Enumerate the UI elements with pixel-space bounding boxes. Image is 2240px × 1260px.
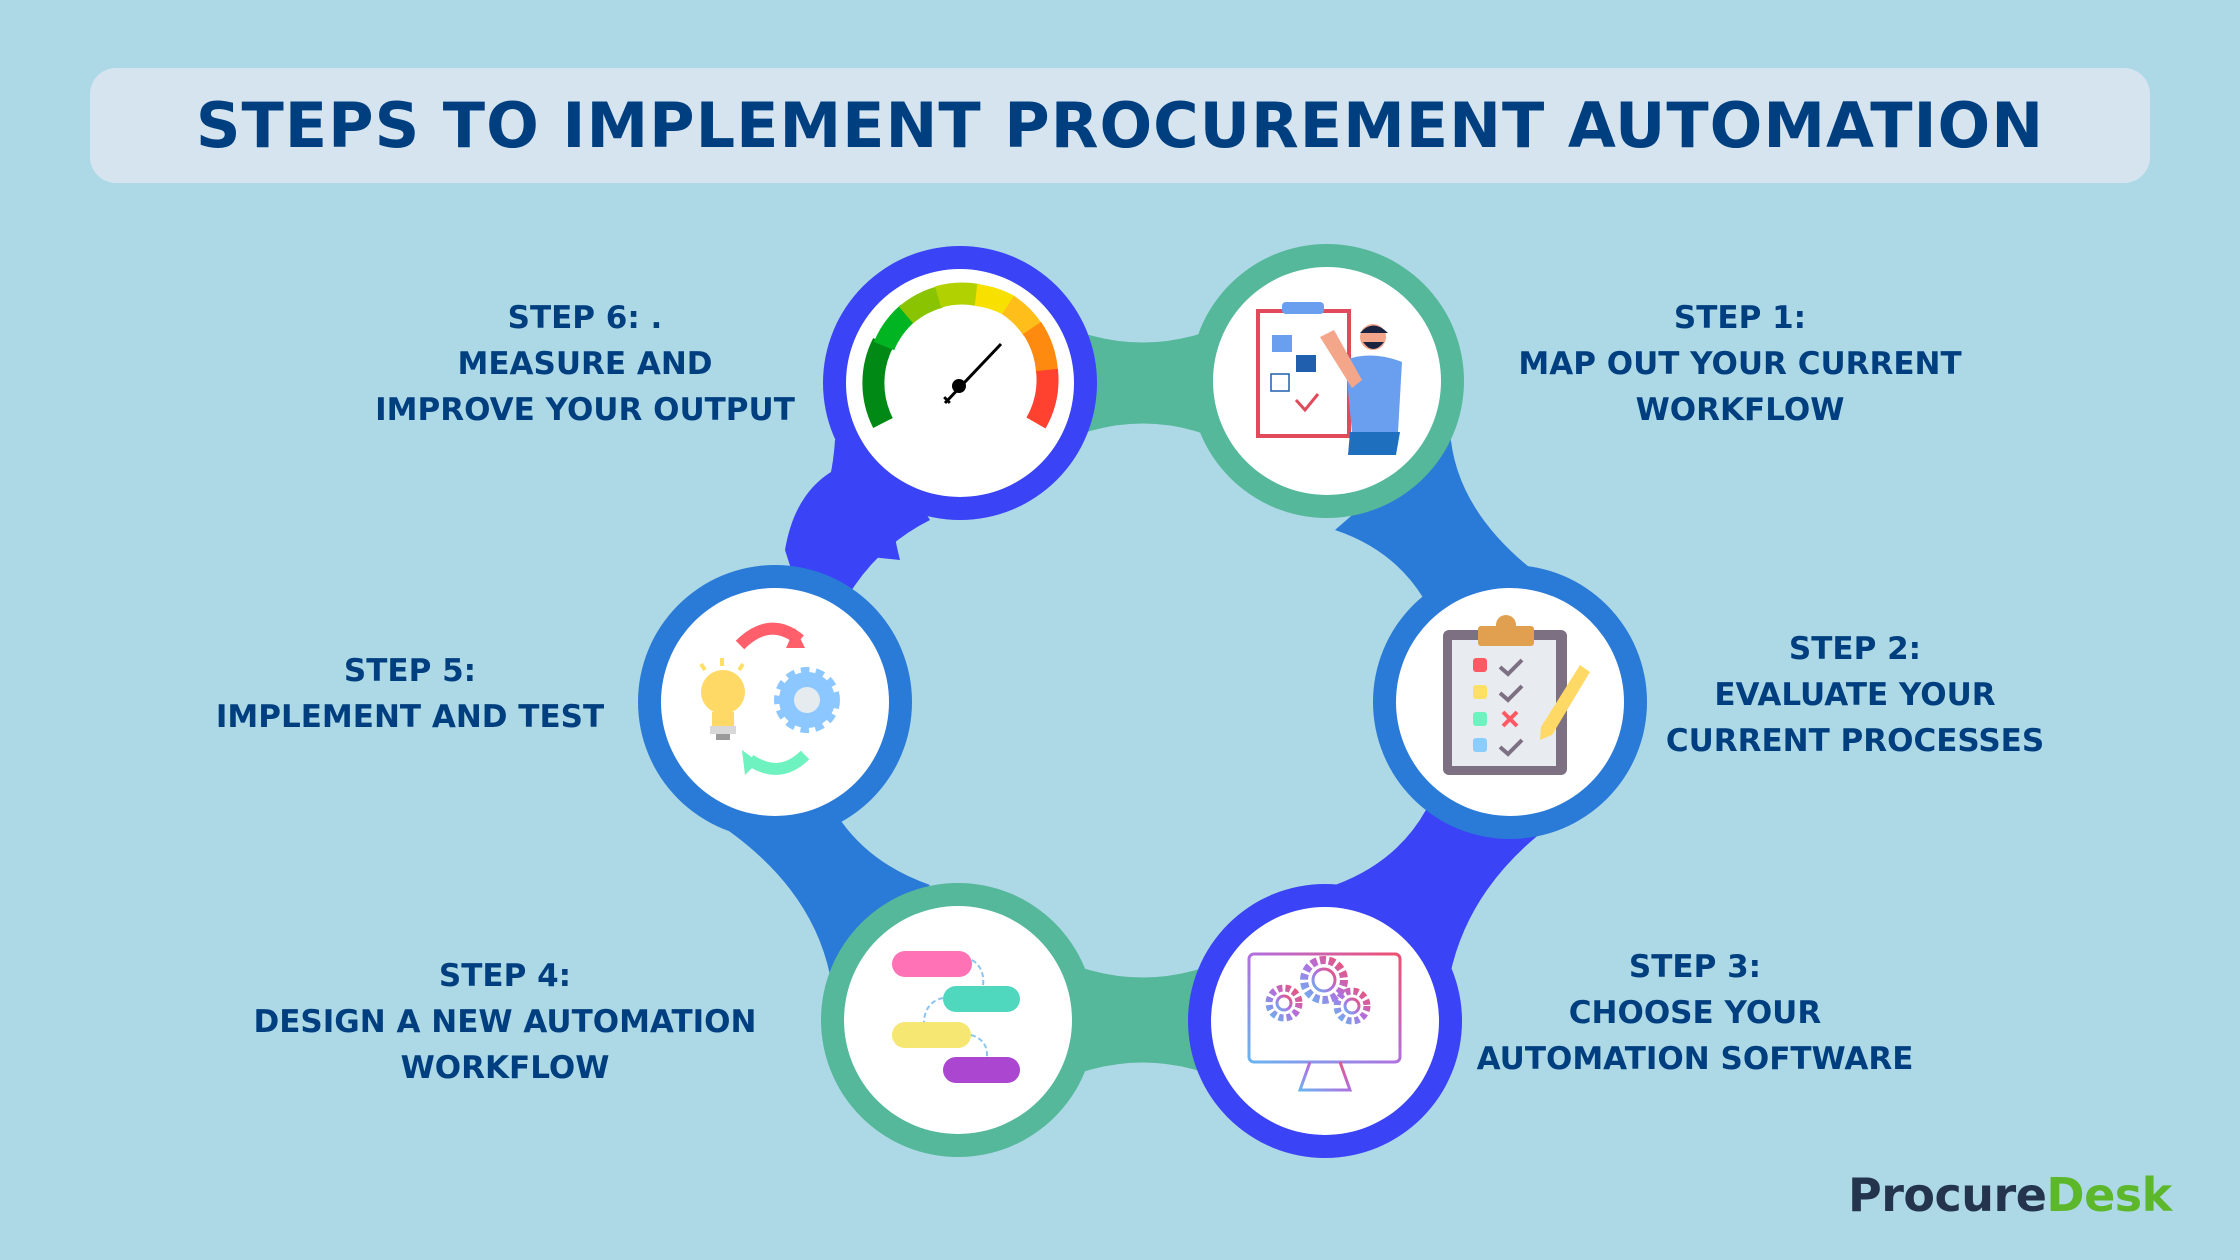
icon-bg-step-3 xyxy=(1211,907,1439,1135)
step-2-line-1: EVALUATE YOUR xyxy=(1714,677,1996,713)
step-6-line-1: MEASURE AND xyxy=(457,346,713,382)
step-4-text: STEP 4: DESIGN A NEW AUTOMATION WORKFLOW xyxy=(235,953,775,1091)
step-4-line-2: WORKFLOW xyxy=(400,1050,610,1086)
clipboard-person-icon xyxy=(1256,302,1402,455)
step-3-node xyxy=(1188,884,1462,1158)
logo-part-desk: Desk xyxy=(2046,1168,2172,1222)
step-2-label: STEP 2: xyxy=(1788,631,1922,667)
step-1-line-1: MAP OUT YOUR CURRENT xyxy=(1518,346,1962,382)
step-1-line-2: WORKFLOW xyxy=(1635,392,1845,428)
step-2-text: STEP 2: EVALUATE YOUR CURRENT PROCESSES xyxy=(1645,626,2065,764)
step-5-node xyxy=(638,565,912,839)
step-6-node xyxy=(823,246,1097,520)
step-6-line-2: IMPROVE YOUR OUTPUT xyxy=(375,392,795,428)
title-banner: STEPS TO IMPLEMENT PROCUREMENT AUTOMATIO… xyxy=(90,68,2150,183)
step-2-line-2: CURRENT PROCESSES xyxy=(1665,723,2045,759)
step-3-line-2: AUTOMATION SOFTWARE xyxy=(1476,1041,1914,1077)
step-5-line-1: IMPLEMENT AND TEST xyxy=(215,699,605,735)
step-5-text: STEP 5: IMPLEMENT AND TEST xyxy=(195,648,625,740)
step-1-node xyxy=(1190,244,1464,518)
logo-part-procure: Procure xyxy=(1848,1168,2047,1222)
step-4-label: STEP 4: xyxy=(438,958,572,994)
procuredesk-logo: ProcureDesk xyxy=(1848,1168,2172,1222)
step-2-node xyxy=(1373,565,1647,839)
workflow-blocks-icon xyxy=(892,951,1020,1083)
lightbulb-gear-cycle-icon xyxy=(699,622,840,775)
step-5-label: STEP 5: xyxy=(343,653,477,689)
step-6-label: STEP 6: . xyxy=(507,300,663,336)
monitor-gears-icon xyxy=(1247,952,1402,1092)
step-3-text: STEP 3: CHOOSE YOUR AUTOMATION SOFTWARE xyxy=(1455,944,1935,1082)
page-title: STEPS TO IMPLEMENT PROCUREMENT AUTOMATIO… xyxy=(195,89,2045,162)
step-4-line-1: DESIGN A NEW AUTOMATION xyxy=(253,1004,757,1040)
step-3-line-1: CHOOSE YOUR xyxy=(1568,995,1822,1031)
step-1-label: STEP 1: xyxy=(1673,300,1807,336)
step-3-label: STEP 3: xyxy=(1628,949,1762,985)
step-6-text: STEP 6: . MEASURE AND IMPROVE YOUR OUTPU… xyxy=(345,295,825,433)
step-4-node xyxy=(821,883,1095,1157)
center-hole xyxy=(893,487,1393,917)
step-1-text: STEP 1: MAP OUT YOUR CURRENT WORKFLOW xyxy=(1480,295,2000,433)
checklist-clipboard-icon xyxy=(1443,615,1590,775)
icon-bg-step-4 xyxy=(844,906,1072,1134)
speedometer-icon xyxy=(862,282,1059,429)
